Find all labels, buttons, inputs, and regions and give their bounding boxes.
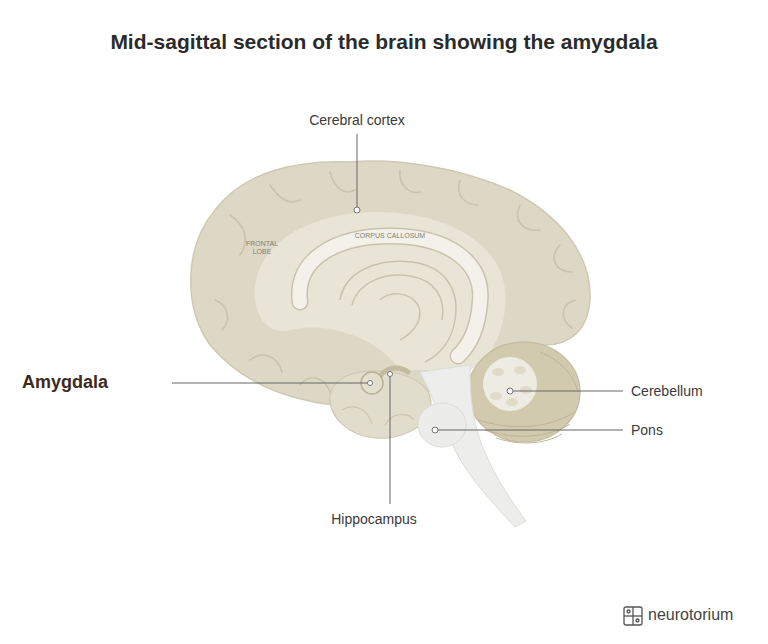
leader-lines (172, 134, 623, 504)
hippocampus-shape (380, 368, 408, 376)
logo-icon (624, 607, 642, 625)
pons-shape (418, 403, 466, 447)
cerebellum-folia (478, 352, 578, 443)
medial-surface (255, 212, 506, 370)
region-label: CORPUS CALLOSUM (355, 232, 425, 240)
corpus-callosum-fill (299, 236, 480, 356)
fornix (340, 261, 456, 362)
arbor-vitae (483, 357, 537, 411)
highlight-label: Amygdala (22, 372, 108, 393)
part-label: Hippocampus (331, 511, 417, 527)
region-label: FRONTAL LOBE (245, 240, 279, 256)
logo-text: neurotorium (648, 606, 733, 624)
temporal-lobe (330, 371, 431, 438)
part-label: Cerebral cortex (309, 112, 405, 128)
title: Mid-sagittal section of the brain showin… (110, 30, 657, 54)
part-label: Cerebellum (631, 383, 703, 399)
temporal-gyri (342, 407, 414, 425)
part-label: Pons (631, 422, 663, 438)
cerebellum (468, 342, 580, 442)
corpus-callosum (299, 236, 480, 356)
leader-dots (354, 207, 513, 433)
